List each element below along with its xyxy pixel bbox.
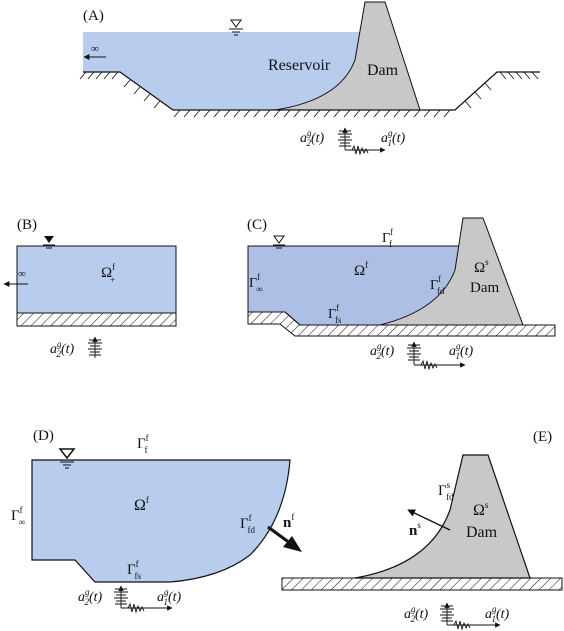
panel-b-water-level-symbol <box>43 236 55 249</box>
panel-c-fluid-domain-label: Ωf <box>354 260 368 279</box>
panel-c-ground-hatching <box>247 311 556 337</box>
panel-a-ground-motion-symbol <box>338 127 386 156</box>
panel-c-label: (C) <box>247 217 267 233</box>
panel-c-solid-domain-label: Ωs <box>474 257 489 276</box>
panel-e-normal-arrow <box>407 509 451 531</box>
panel-d-label: (D) <box>33 428 54 444</box>
panel-a-infinity-symbol: ∞ <box>91 43 99 55</box>
panel-b-domain-label: Ωf+ <box>101 262 115 285</box>
panel-a-reservoir-water <box>83 32 360 110</box>
panel-d-normal-arrow <box>267 525 302 552</box>
panel-e-solid-domain-label: Ωs <box>473 500 489 519</box>
panel-d-fluid-domain <box>31 459 291 583</box>
panel-d-far-boundary-label: Γf∞ <box>11 505 25 527</box>
panel-b-fluid-domain <box>16 245 177 314</box>
panel-a-dam-body <box>274 1 421 111</box>
panel-e-ground-hatching <box>281 577 563 591</box>
panel-c-water-level-symbol <box>273 235 285 249</box>
panel-d-ground-motion-symbol <box>114 585 173 614</box>
panel-e-dam-body <box>354 454 531 579</box>
panel-a-water-level-symbol <box>229 19 243 36</box>
panel-c-dam-body <box>379 217 524 326</box>
panel-a-reservoir-label: Reservoir <box>268 57 331 74</box>
panel-a-dam-label: Dam <box>367 62 399 79</box>
panel-a-ground-line <box>83 71 540 111</box>
panel-d-water-level-symbol <box>58 448 76 469</box>
panel-c-far-boundary-label: Γf∞ <box>249 272 263 294</box>
panel-b-ground-hatching <box>16 312 177 327</box>
panel-e-ground-motion-symbol <box>440 602 501 631</box>
panel-d-fluid-domain-label: Ωf <box>134 495 149 514</box>
panel-e-label: (E) <box>533 429 552 445</box>
panel-b-ground-motion-symbol <box>88 336 102 358</box>
panel-e-dam-label: Dam <box>466 524 498 541</box>
panel-a-ground-hatching <box>79 71 539 118</box>
panel-b-label: (B) <box>17 217 37 233</box>
panel-e-normal-label: ns <box>409 520 421 539</box>
panel-c-dam-label: Dam <box>470 280 499 296</box>
panel-a-label: (A) <box>83 8 104 24</box>
panel-c-ground-motion-symbol <box>407 341 466 371</box>
panel-d-normal-label: nf <box>283 512 294 531</box>
panel-b-infinity-symbol: ∞ <box>18 268 26 280</box>
